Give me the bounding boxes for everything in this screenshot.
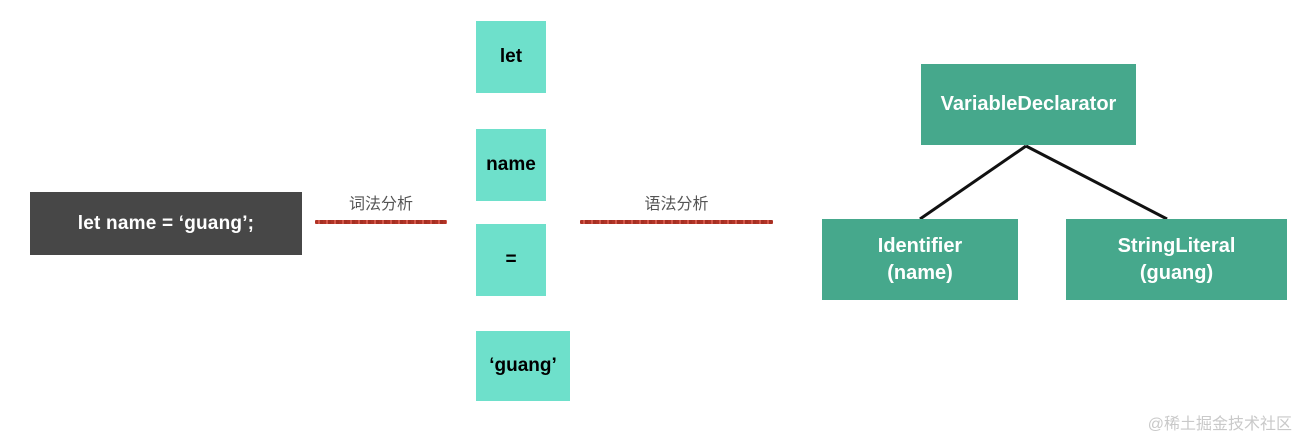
ast-edge-root-to-stringliteral — [1025, 144, 1168, 221]
ast-node-title: Identifier — [877, 234, 963, 257]
stage-syntax-analysis: 语法分析 — [580, 190, 773, 230]
ast-node-subtitle: (guang) — [1139, 261, 1214, 284]
token-label: name — [486, 154, 536, 175]
stage-lexical-analysis-arrow-icon — [315, 220, 447, 224]
token-box: = — [476, 224, 546, 296]
token-box: name — [476, 129, 546, 201]
stage-lexical-analysis: 词法分析 — [315, 190, 447, 230]
watermark: @稀土掘金技术社区 — [1147, 416, 1292, 433]
stage-syntax-analysis-label: 语法分析 — [644, 196, 709, 213]
token-label: let — [499, 46, 523, 67]
token-box: ‘guang’ — [476, 331, 570, 401]
ast-node-identifier: Identifier (name) — [822, 219, 1018, 300]
ast-node-title: VariableDeclarator — [940, 93, 1117, 115]
stage-syntax-analysis-arrow-icon — [580, 220, 773, 224]
ast-node-string-literal: StringLiteral (guang) — [1066, 219, 1287, 300]
ast-node-subtitle: (name) — [887, 261, 953, 284]
token-label: = — [505, 249, 517, 270]
ast-node-title: StringLiteral — [1117, 234, 1236, 257]
stage-lexical-analysis-label: 词法分析 — [348, 196, 413, 213]
ast-edge-root-to-identifier — [919, 144, 1027, 221]
source-code-text: let name = ‘guang’; — [77, 212, 255, 234]
source-code-box: let name = ‘guang’; — [30, 192, 302, 255]
token-box: let — [476, 21, 546, 93]
ast-node-variable-declarator: VariableDeclarator — [921, 64, 1136, 145]
token-label: ‘guang’ — [489, 355, 557, 376]
